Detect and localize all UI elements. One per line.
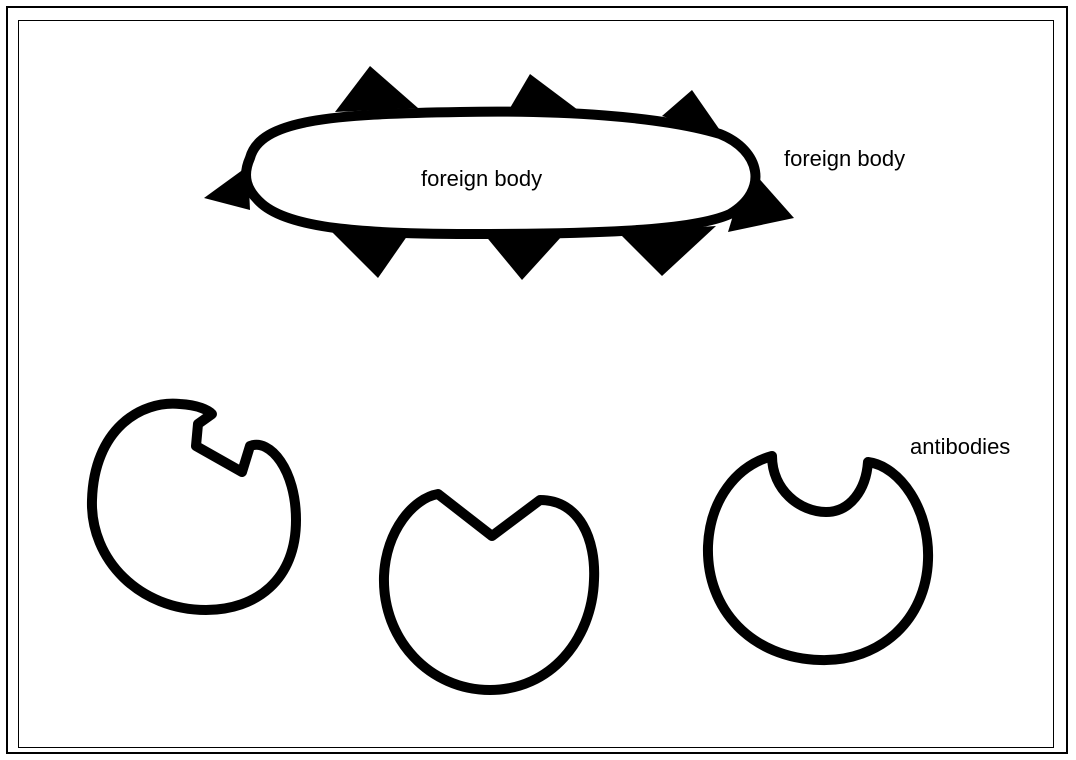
foreign-body-side-label: foreign body (784, 148, 905, 170)
antibodies-label: antibodies (910, 436, 1010, 458)
antibody-shape (384, 494, 594, 690)
antigen-spike (510, 74, 578, 110)
foreign-body-label: foreign body (421, 168, 542, 190)
antigen-spike (335, 66, 418, 112)
antibody-shape (92, 404, 296, 610)
antibody-shape (708, 456, 928, 660)
antigen-spike (484, 234, 562, 280)
